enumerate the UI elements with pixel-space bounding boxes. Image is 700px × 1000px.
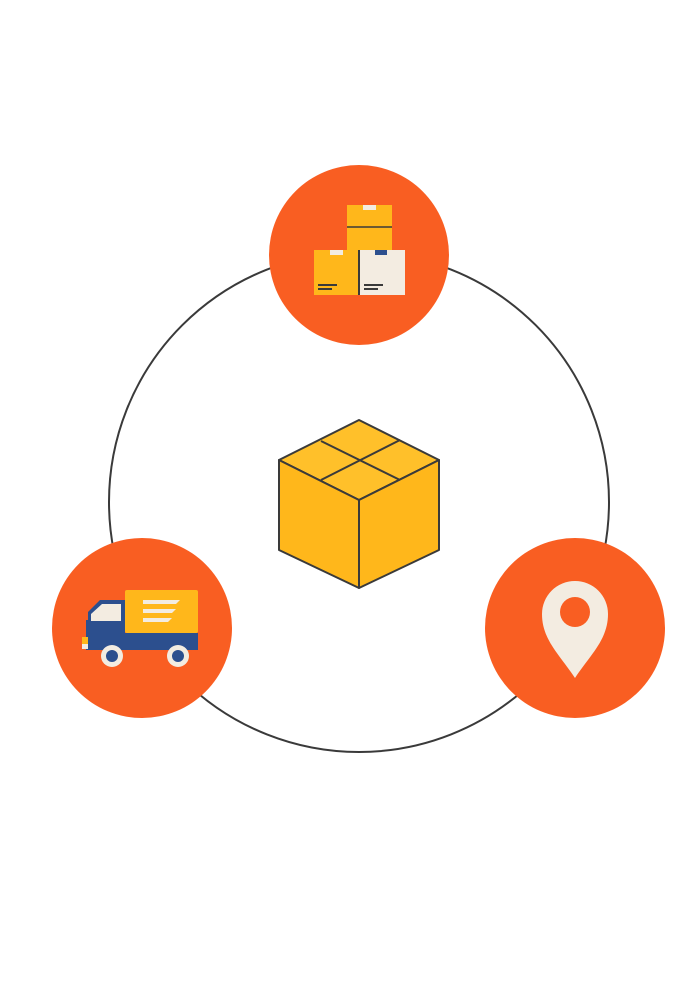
stacked-boxes-icon: [314, 205, 405, 295]
location-pin-icon: [542, 581, 608, 678]
delivery-truck-icon: [82, 590, 198, 667]
node-shipping: [52, 538, 232, 718]
node-warehouse: [269, 165, 449, 345]
node-destination: [485, 538, 665, 718]
cardboard-box-icon: [278, 419, 440, 589]
